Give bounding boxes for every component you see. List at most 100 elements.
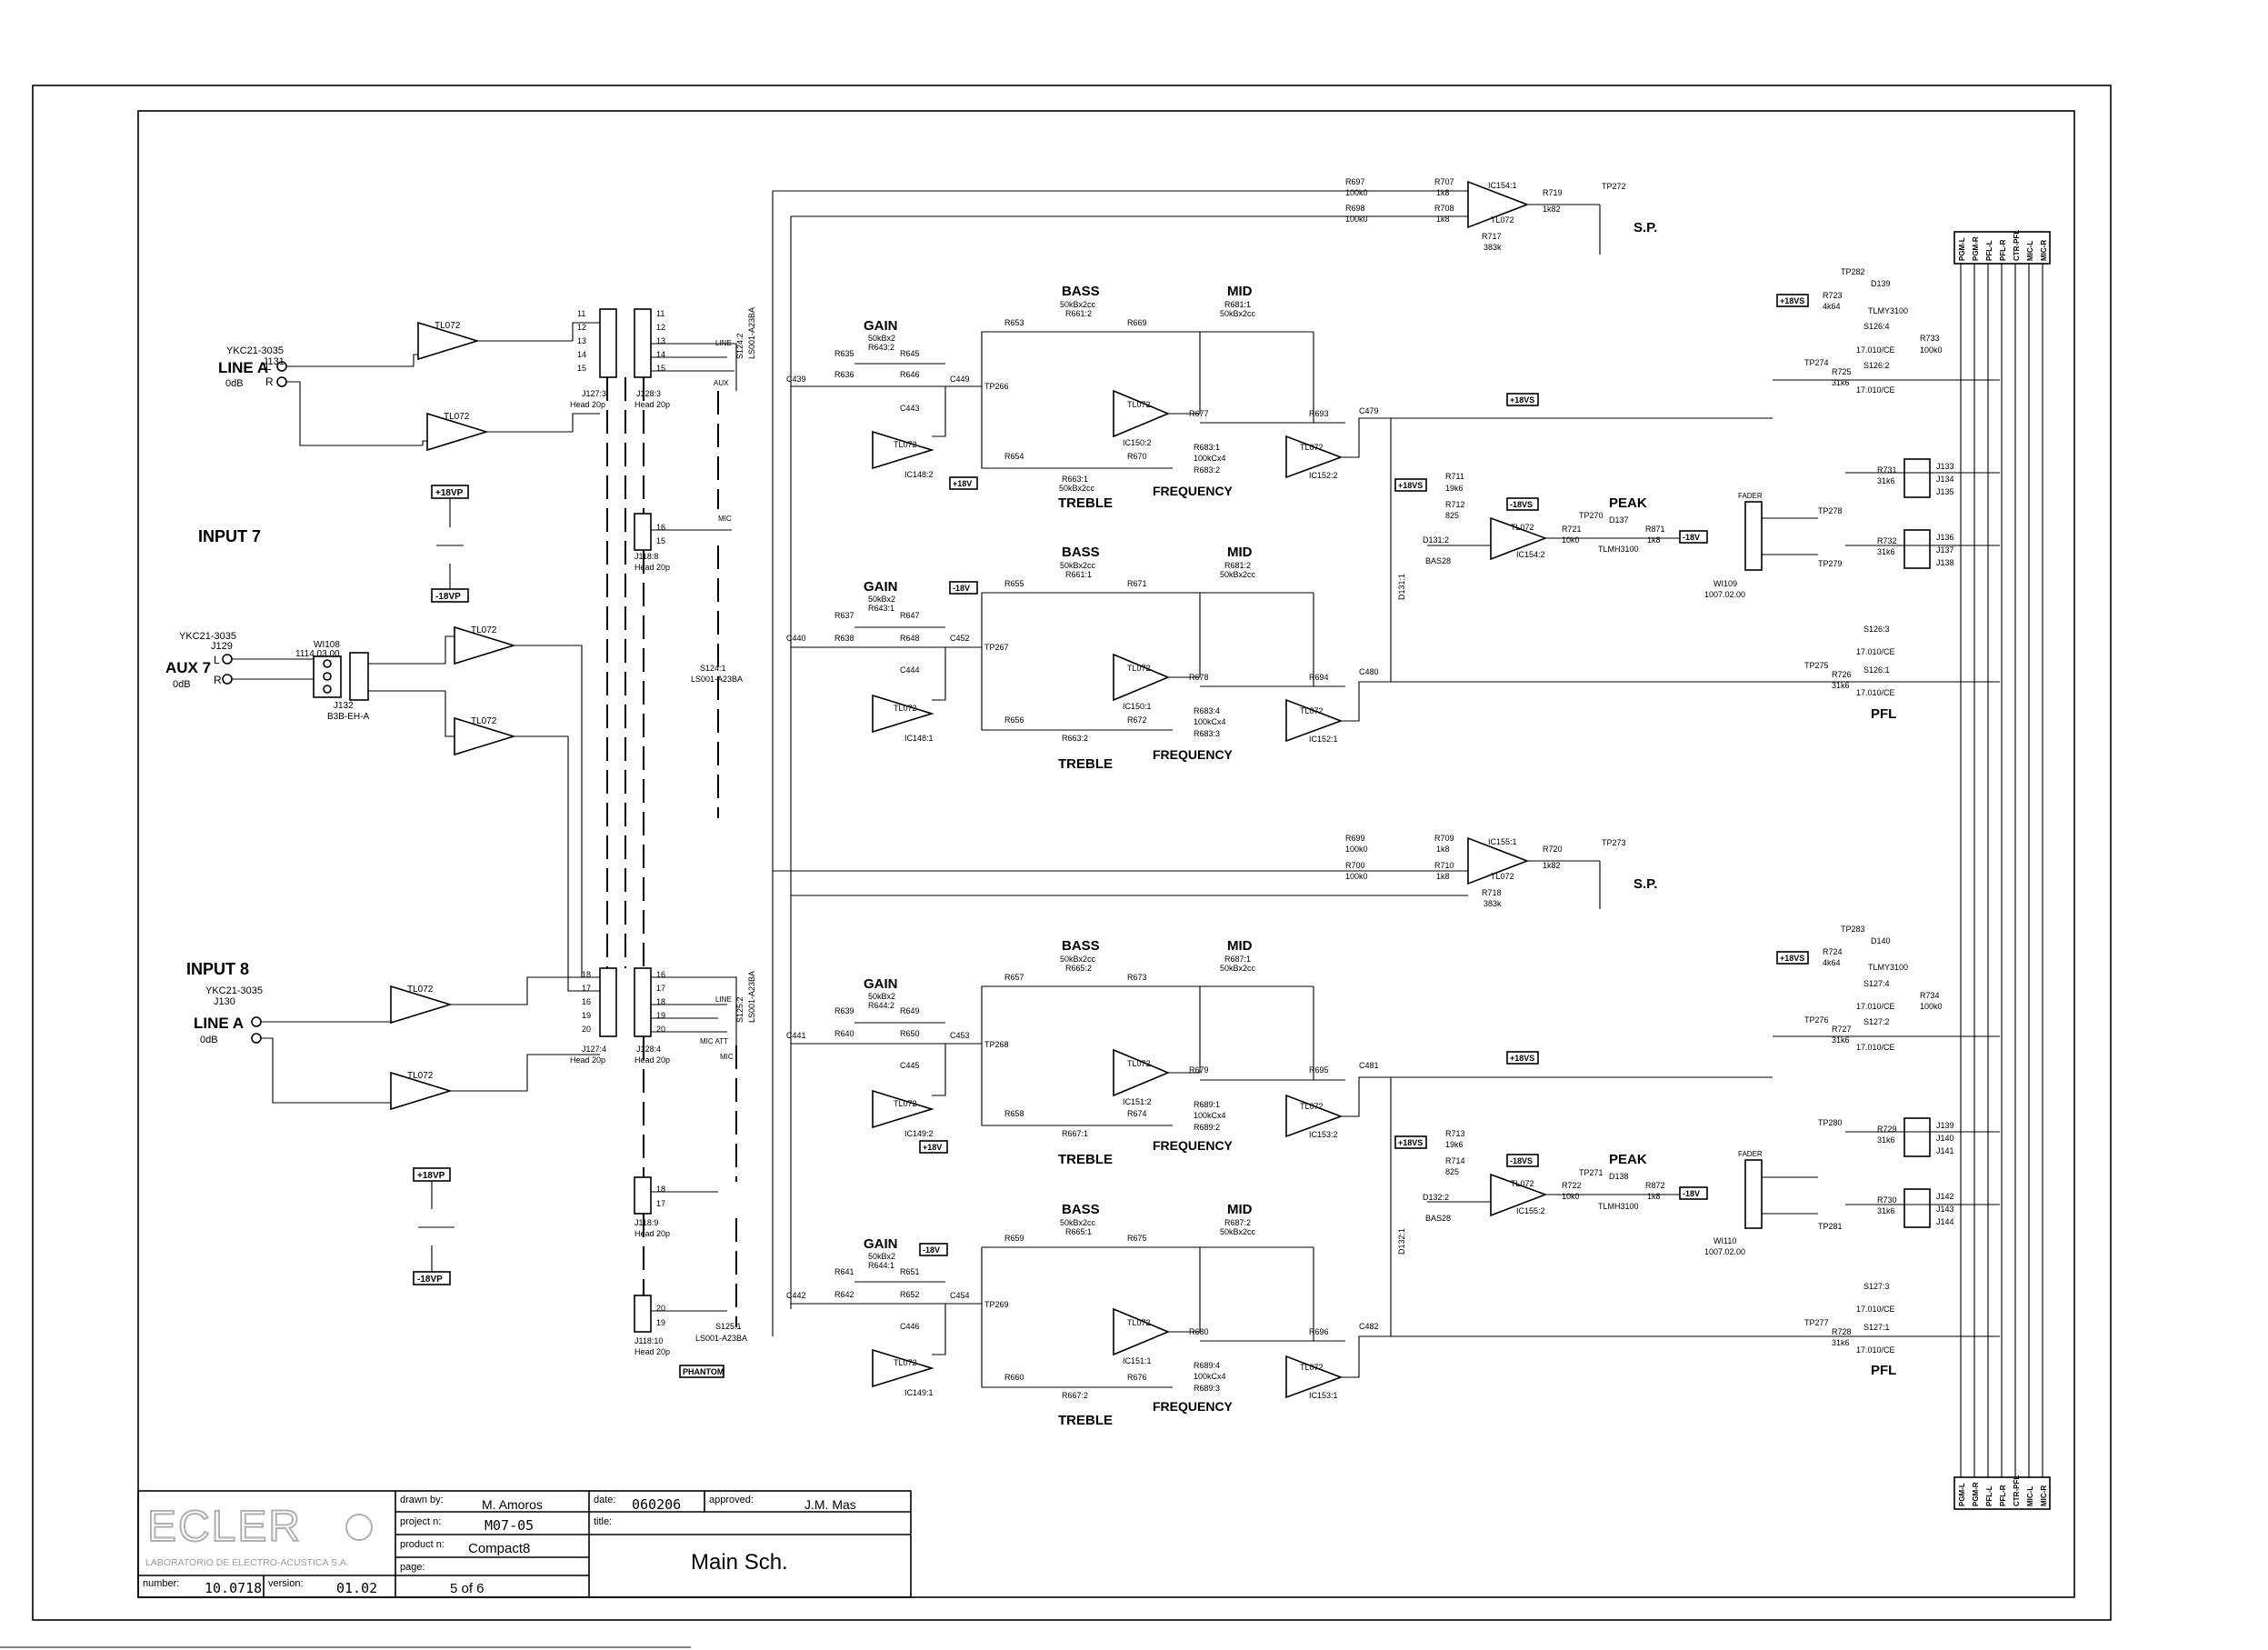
svg-text:J136: J136 — [1936, 533, 1954, 542]
svg-text:IC148:1: IC148:1 — [904, 734, 934, 743]
svg-text:R667:1: R667:1 — [1062, 1129, 1088, 1138]
svg-text:R672: R672 — [1127, 715, 1147, 725]
version-value: 01.02 — [336, 1580, 377, 1596]
svg-text:15: 15 — [577, 364, 586, 373]
svg-text:MIC ATT: MIC ATT — [700, 1037, 728, 1045]
svg-text:L: L — [214, 654, 220, 666]
svg-text:TL072: TL072 — [471, 625, 497, 635]
svg-text:S127:4: S127:4 — [1863, 979, 1890, 988]
jack-r-icon — [276, 376, 287, 387]
svg-text:TLMY3100: TLMY3100 — [1868, 306, 1908, 315]
svg-text:TL072: TL072 — [894, 1358, 917, 1367]
pfl-upper-block: TP282 D139 TLMY3100 +18VS R723 4k64 S126… — [1704, 267, 2000, 722]
svg-text:TL072: TL072 — [1511, 523, 1534, 532]
bus-label-pfl-l: PFL-L — [1985, 240, 1993, 261]
svg-text:S.P.: S.P. — [1634, 220, 1657, 235]
cable-bundle — [606, 377, 644, 1295]
svg-text:1007.02.00: 1007.02.00 — [1704, 590, 1745, 599]
bus-label-pgm-r: PGM-R — [1972, 236, 1980, 261]
svg-text:1k82: 1k82 — [1543, 861, 1561, 870]
svg-text:+18VP: +18VP — [435, 488, 464, 498]
svg-text:R708: R708 — [1434, 204, 1454, 213]
svg-text:R712: R712 — [1445, 500, 1465, 509]
inner-border — [137, 110, 2075, 1598]
svg-text:50kBx2: 50kBx2 — [868, 1252, 895, 1261]
svg-text:BASS: BASS — [1062, 1202, 1100, 1217]
svg-text:S127:3: S127:3 — [1863, 1282, 1890, 1291]
svg-text:R697: R697 — [1345, 177, 1365, 186]
svg-text:100k0: 100k0 — [1920, 1002, 1943, 1011]
svg-text:R639: R639 — [834, 1006, 854, 1015]
svg-text:IC153:2: IC153:2 — [1309, 1130, 1338, 1139]
svg-text:R653: R653 — [1004, 318, 1024, 327]
svg-text:TP276: TP276 — [1804, 1015, 1829, 1025]
svg-text:1k8: 1k8 — [1436, 872, 1450, 881]
svg-text:J128:3: J128:3 — [636, 389, 661, 398]
svg-text:R665:2: R665:2 — [1065, 964, 1092, 973]
svg-text:IC150:2: IC150:2 — [1123, 438, 1152, 447]
svg-text:GAIN: GAIN — [864, 318, 898, 334]
svg-text:1k82: 1k82 — [1543, 205, 1561, 214]
svg-text:R671: R671 — [1127, 579, 1147, 588]
sheet-title: Main Sch. — [691, 1550, 788, 1575]
svg-text:IC151:1: IC151:1 — [1123, 1356, 1152, 1365]
sp-upper-block: R697 100k0 R698 100k0 R707 1k8 R708 1k8 … — [1345, 177, 1657, 255]
svg-text:10k0: 10k0 — [1562, 535, 1580, 545]
svg-text:R732: R732 — [1877, 536, 1897, 545]
svg-text:-18V: -18V — [1683, 1189, 1700, 1198]
svg-text:TL072: TL072 — [894, 1099, 917, 1108]
header-j128-3: 11 12 13 14 15 J128:3 Head 20p — [634, 308, 670, 409]
svg-text:R707: R707 — [1434, 177, 1454, 186]
svg-text:12: 12 — [656, 323, 665, 332]
svg-text:-18VS: -18VS — [1510, 1156, 1533, 1165]
project-value: M07-05 — [485, 1517, 534, 1534]
svg-text:R694: R694 — [1309, 673, 1329, 682]
svg-text:R871: R871 — [1645, 525, 1665, 534]
svg-text:R676: R676 — [1127, 1373, 1147, 1382]
svg-text:R733: R733 — [1920, 334, 1940, 343]
svg-text:TL072: TL072 — [1300, 443, 1324, 452]
svg-text:1007.02.00: 1007.02.00 — [1704, 1247, 1745, 1256]
svg-text:-18VP: -18VP — [435, 592, 461, 602]
svg-text:R645: R645 — [900, 349, 920, 358]
svg-text:Head 20p: Head 20p — [634, 1229, 670, 1238]
svg-text:S124:2: S124:2 — [735, 333, 744, 359]
outer-border — [32, 85, 2112, 1621]
jack-l-icon-2 — [251, 1016, 262, 1027]
svg-text:R713: R713 — [1445, 1129, 1465, 1138]
svg-text:TL072: TL072 — [1127, 1318, 1151, 1327]
svg-text:D138: D138 — [1609, 1172, 1629, 1181]
svg-text:C439: C439 — [786, 375, 806, 384]
svg-text:TREBLE: TREBLE — [1058, 495, 1113, 511]
svg-text:C440: C440 — [786, 634, 806, 643]
svg-text:LS001-A23BA: LS001-A23BA — [747, 307, 756, 359]
svg-text:TREBLE: TREBLE — [1058, 1152, 1113, 1167]
bus-label-pfl-r: PFL-R — [1999, 1485, 2007, 1506]
svg-text:R667:2: R667:2 — [1062, 1391, 1088, 1400]
bus-label-pfl-l: PFL-L — [1985, 1485, 1993, 1506]
svg-text:-18V: -18V — [923, 1245, 940, 1255]
aux7-label: AUX 7 — [165, 659, 211, 676]
svg-text:R673: R673 — [1127, 973, 1147, 982]
svg-text:TL072: TL072 — [1127, 1059, 1151, 1068]
svg-text:J130: J130 — [214, 996, 235, 1007]
svg-text:S126:4: S126:4 — [1863, 322, 1890, 331]
svg-text:R644:1: R644:1 — [868, 1261, 894, 1270]
svg-text:MIC: MIC — [720, 1053, 734, 1061]
svg-text:20: 20 — [656, 1025, 665, 1034]
svg-text:FREQUENCY: FREQUENCY — [1153, 1138, 1234, 1153]
svg-text:R655: R655 — [1004, 579, 1024, 588]
svg-text:TL072: TL072 — [1491, 215, 1514, 225]
svg-text:TP275: TP275 — [1804, 661, 1829, 670]
svg-text:31k6: 31k6 — [1877, 547, 1895, 556]
opamp-ic147-1: TL072 — [454, 716, 516, 756]
svg-text:+18VS: +18VS — [1780, 296, 1804, 305]
svg-text:TL072: TL072 — [894, 704, 917, 713]
header-j128-4: 16 17 18 19 20 J128:4 Head 20p — [634, 967, 670, 1065]
line-a-bot-connector: YKC21-3035 — [205, 985, 263, 996]
svg-text:C454: C454 — [950, 1291, 970, 1300]
version-label: version: — [268, 1578, 304, 1589]
svg-text:-18VP: -18VP — [417, 1275, 443, 1285]
svg-text:18: 18 — [582, 970, 591, 979]
bus-label-ctr-pfl: CTR-PFL — [2013, 1475, 2021, 1506]
